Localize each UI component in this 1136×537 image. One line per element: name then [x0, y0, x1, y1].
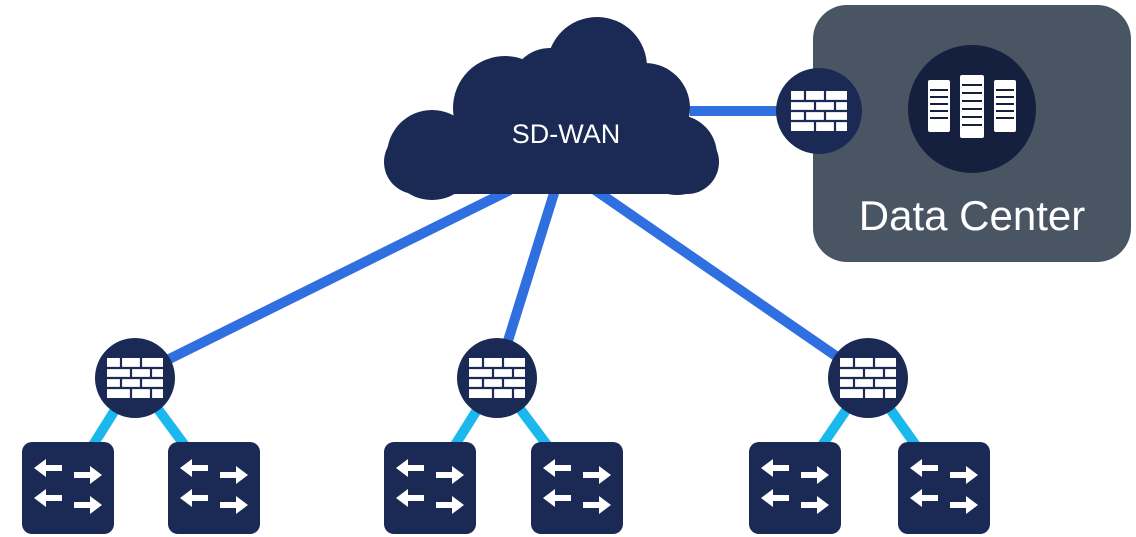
datacenter-server — [908, 45, 1036, 173]
branch-1-switch-b — [168, 442, 260, 534]
datacenter-label: Data Center — [859, 192, 1085, 239]
branch-2-firewall — [457, 338, 537, 418]
branch-3-switch-b — [898, 442, 990, 534]
switch-icon — [384, 442, 476, 534]
branch-1-switch-a — [22, 442, 114, 534]
switch-icon — [749, 442, 841, 534]
datacenter-firewall — [776, 68, 862, 154]
switch-icon — [22, 442, 114, 534]
branch-2-switch-b — [531, 442, 623, 534]
wan-link-branch-1 — [132, 185, 513, 381]
switch-icon — [168, 442, 260, 534]
sdwan-cloud: SD-WAN — [384, 17, 719, 200]
firewall-icon — [828, 338, 908, 418]
switch-icon — [531, 442, 623, 534]
wan-link-branch-3 — [592, 185, 868, 381]
switch-icon — [898, 442, 990, 534]
firewall-icon — [457, 338, 537, 418]
firewall-icon — [95, 338, 175, 418]
cloud-label: SD-WAN — [512, 119, 621, 149]
branch-1-firewall — [95, 338, 175, 418]
server-icon — [928, 75, 1016, 138]
branch-2-switch-a — [384, 442, 476, 534]
branch-3-switch-a — [749, 442, 841, 534]
branch-3-firewall — [828, 338, 908, 418]
firewall-icon — [789, 89, 849, 133]
